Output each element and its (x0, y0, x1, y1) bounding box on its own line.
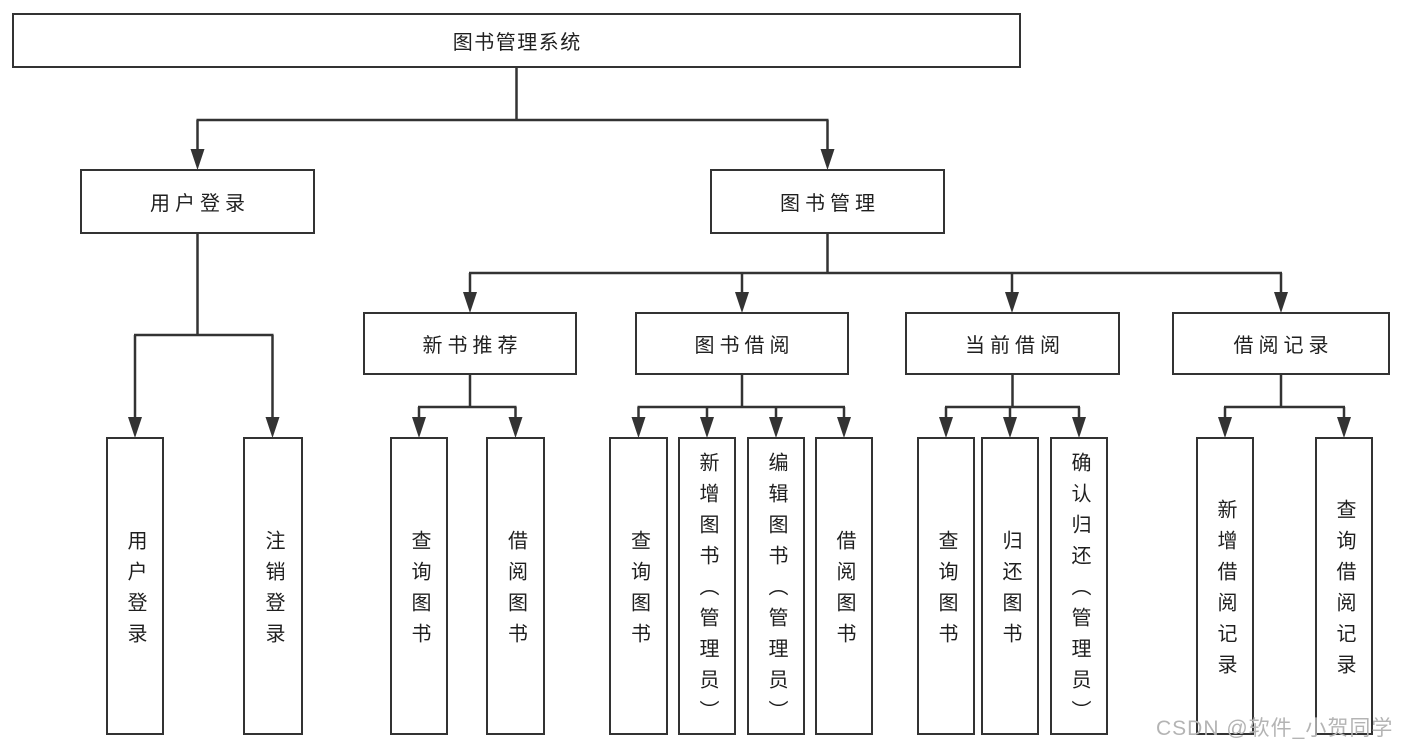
leaf-user-login: 用户登录 (106, 437, 164, 735)
leaf-cb-confirm-return-admin-label: 确认归还（管理员） (1068, 452, 1090, 731)
node-book-borrowing: 图书借阅 (635, 312, 849, 375)
node-new-book-recommend-label: 新书推荐 (422, 335, 523, 357)
node-borrow-records: 借阅记录 (1172, 312, 1390, 375)
leaf-bb-edit-books-admin-label: 编辑图书（管理员） (765, 452, 787, 731)
csdn-watermark: CSDN @软件_小贺同学 (1156, 717, 1394, 740)
node-user-login: 用户登录 (80, 169, 315, 234)
leaf-bb-add-books-admin-label: 新增图书（管理员） (696, 452, 718, 731)
leaf-cb-query-books-label: 查询图书 (935, 529, 957, 654)
leaf-bb-edit-books-admin: 编辑图书（管理员） (747, 437, 805, 735)
leaf-cb-return-books: 归还图书 (981, 437, 1039, 735)
node-current-borrowing-label: 当前借阅 (965, 335, 1065, 357)
leaf-bb-borrow-books: 借阅图书 (815, 437, 873, 735)
node-root: 图书管理系统 (12, 13, 1021, 68)
leaf-logout-label: 注销登录 (262, 529, 284, 654)
leaf-cb-return-books-label: 归还图书 (999, 529, 1021, 654)
leaf-bb-query-books-label: 查询图书 (627, 529, 650, 654)
node-new-book-recommend: 新书推荐 (363, 312, 577, 375)
node-book-management-label: 图书管理 (780, 193, 880, 215)
leaf-br-add-record-label: 新增借阅记录 (1214, 498, 1236, 685)
leaf-cb-query-books: 查询图书 (917, 437, 975, 735)
leaf-br-add-record: 新增借阅记录 (1196, 437, 1254, 735)
node-current-borrowing: 当前借阅 (905, 312, 1120, 375)
leaf-br-query-record: 查询借阅记录 (1315, 437, 1373, 735)
node-book-borrowing-label: 图书借阅 (694, 335, 795, 357)
leaf-br-query-record-label: 查询借阅记录 (1333, 498, 1355, 685)
leaf-bb-query-books: 查询图书 (609, 437, 668, 735)
leaf-bb-add-books-admin: 新增图书（管理员） (678, 437, 736, 735)
leaf-logout: 注销登录 (243, 437, 303, 735)
leaf-cb-confirm-return-admin: 确认归还（管理员） (1050, 437, 1108, 735)
leaf-bb-borrow-books-label: 借阅图书 (833, 529, 855, 654)
leaf-nb-borrow-books: 借阅图书 (486, 437, 545, 735)
node-root-label: 图书管理系统 (452, 32, 582, 54)
leaf-user-login-label: 用户登录 (124, 529, 146, 654)
leaf-nb-borrow-books-label: 借阅图书 (504, 529, 527, 654)
leaf-nb-query-books: 查询图书 (390, 437, 448, 735)
node-user-login-label: 用户登录 (150, 193, 250, 215)
node-borrow-records-label: 借阅记录 (1233, 335, 1334, 357)
node-book-management: 图书管理 (710, 169, 945, 234)
leaf-nb-query-books-label: 查询图书 (408, 529, 430, 654)
